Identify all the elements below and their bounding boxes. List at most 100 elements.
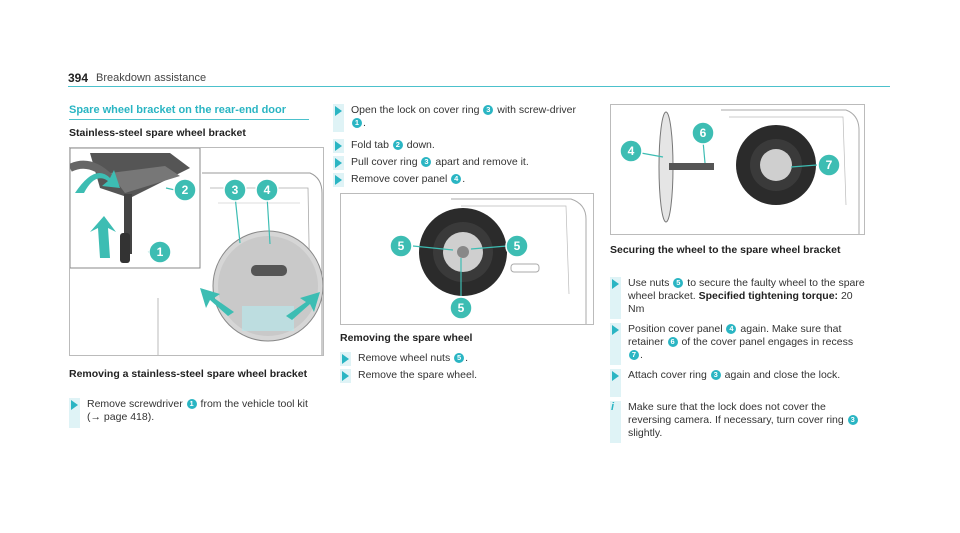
step-bar <box>69 398 80 428</box>
step-fold-tab: Fold tab 2 down. <box>333 139 583 153</box>
callout-badge: 3 <box>847 415 858 425</box>
callout-1: 1 <box>157 245 164 259</box>
step-text-fragment: . <box>462 173 466 185</box>
callout-4: 4 <box>264 183 271 197</box>
step-bar <box>610 401 621 443</box>
callout-6: 6 <box>700 126 707 140</box>
info-note: i Make sure that the lock does not cover… <box>610 401 865 443</box>
page-number: 394 <box>68 71 89 85</box>
step-arrow-icon <box>612 371 619 381</box>
step-text-fragment: Use nuts <box>628 277 670 289</box>
callout-badge: 6 <box>667 337 678 347</box>
step-text-fragment: down. <box>406 139 435 151</box>
step-text: Remove cover panel 4. <box>351 173 583 186</box>
step-text-fragment: Remove the spare wheel. <box>358 369 478 381</box>
arrow-right-icon: → <box>90 411 102 423</box>
step-text-fragment: Pull cover ring <box>351 156 418 168</box>
step-text-fragment: . <box>640 349 643 361</box>
step-text-fragment: Remove screwdriver <box>87 398 183 410</box>
callout-2: 2 <box>182 183 189 197</box>
step-text: Open the lock on cover ring 3 with screw… <box>351 104 583 130</box>
step-text-fragment: apart and remove it. <box>435 156 529 168</box>
step-text-fragment: Remove wheel nuts <box>358 352 451 364</box>
header-rule <box>68 86 890 87</box>
figure-spare-wheel: 5 5 5 <box>340 193 594 325</box>
callout-7: 7 <box>826 158 833 172</box>
step-text-fragment: with screw-driver <box>497 104 577 116</box>
step-text: Attach cover ring 3 again and close the … <box>628 369 865 382</box>
subtitle-removing-wheel: Removing the spare wheel <box>340 332 473 344</box>
step-text-fragment: Specified tightening torque: <box>698 290 839 302</box>
step-arrow-icon <box>335 158 342 168</box>
step-bar <box>610 323 621 365</box>
step-remove-cover-panel: Remove cover panel 4. <box>333 173 583 187</box>
callout-4: 4 <box>628 144 635 158</box>
section-title: Spare wheel bracket on the rear-end door <box>69 104 287 116</box>
step-bar <box>333 104 344 132</box>
caption-removing-bracket: Removing a stainless-steel spare wheel b… <box>69 368 308 380</box>
step-position-cover-panel: Position cover panel 4 again. Make sure … <box>610 323 865 365</box>
step-text-fragment: again and close the lock. <box>724 369 841 381</box>
step-attach-cover-ring: Attach cover ring 3 again and close the … <box>610 369 865 397</box>
step-text-fragment: Open the lock on cover ring <box>351 104 480 116</box>
step-pull-cover-ring: Pull cover ring 3 apart and remove it. <box>333 156 583 170</box>
callout-badge: 4 <box>451 174 462 184</box>
step-use-nuts: Use nuts 5 to secure the faulty wheel to… <box>610 277 865 319</box>
step-text: Remove wheel nuts 5. <box>358 352 585 365</box>
step-text-fragment: slightly. <box>628 427 663 439</box>
step-text-fragment: . <box>363 117 366 129</box>
step-text-fragment: 20 Nm <box>628 290 853 315</box>
callout-badge: 1 <box>186 399 197 409</box>
callout-badge: 7 <box>629 350 639 360</box>
callout-5-left: 5 <box>398 239 405 253</box>
step-text-fragment: to secure the faulty wheel to the spare … <box>628 277 865 302</box>
figure-stainless-bracket: 2 1 3 4 <box>69 147 324 356</box>
step-text: Use nuts 5 to secure the faulty wheel to… <box>628 277 865 316</box>
step-text: Make sure that the lock does not cover t… <box>628 401 865 440</box>
step-text: Fold tab 2 down. <box>351 139 583 152</box>
section-rule <box>69 119 309 120</box>
info-icon: i <box>611 401 615 413</box>
callout-badge: 3 <box>421 157 432 167</box>
step-arrow-icon <box>342 354 349 364</box>
step-arrow-icon <box>612 279 619 289</box>
step-text-fragment: again. Make sure that retainer <box>628 323 842 348</box>
callout-badge: 5 <box>454 353 465 363</box>
callout-badge: 3 <box>710 370 721 380</box>
step-text-fragment: Remove cover panel <box>351 173 448 185</box>
step-arrow-icon <box>335 106 342 116</box>
step-remove-spare-wheel: Remove the spare wheel. <box>340 369 585 383</box>
step-bar <box>610 369 621 397</box>
step-text: Pull cover ring 3 apart and remove it. <box>351 156 583 169</box>
step-remove-screwdriver: Remove screwdriver 1 from the vehicle to… <box>69 398 319 428</box>
step-open-lock: Open the lock on cover ring 3 with screw… <box>333 104 583 132</box>
subtitle-stainless: Stainless-steel spare wheel bracket <box>69 127 246 139</box>
step-text-fragment: from the vehicle tool kit ( <box>87 398 308 423</box>
callout-badge: 2 <box>392 140 403 150</box>
callout-badge: 3 <box>483 105 494 115</box>
step-text: Remove the spare wheel. <box>358 369 585 382</box>
step-text-fragment: . <box>465 352 469 364</box>
step-arrow-icon <box>612 325 619 335</box>
step-arrow-icon <box>335 175 342 185</box>
callout-3: 3 <box>232 183 239 197</box>
figure-illustration: 2 1 3 4 <box>70 148 323 355</box>
step-text: Remove screwdriver 1 from the vehicle to… <box>87 398 319 424</box>
figure-securing-wheel: 4 6 7 <box>610 104 865 235</box>
step-text-fragment: Attach cover ring <box>628 369 707 381</box>
step-arrow-icon <box>71 400 78 410</box>
step-arrow-icon <box>335 141 342 151</box>
step-text-fragment: Make sure that the lock does not cover t… <box>628 401 844 426</box>
callout-badge: 1 <box>352 118 362 128</box>
step-arrow-icon <box>342 371 349 381</box>
chapter-title: Breakdown assistance <box>96 72 207 84</box>
callout-badge: 5 <box>673 278 684 288</box>
subtitle-securing-wheel: Securing the wheel to the spare wheel br… <box>610 244 841 256</box>
page-link[interactable]: page 418). <box>103 411 155 423</box>
step-text-fragment: Position cover panel <box>628 323 723 335</box>
step-text: Position cover panel 4 again. Make sure … <box>628 323 865 362</box>
callout-5-right: 5 <box>514 239 521 253</box>
step-text-fragment: of the cover panel engages in recess <box>681 336 854 348</box>
step-text-fragment: Fold tab <box>351 139 389 151</box>
callout-badge: 4 <box>726 324 737 334</box>
